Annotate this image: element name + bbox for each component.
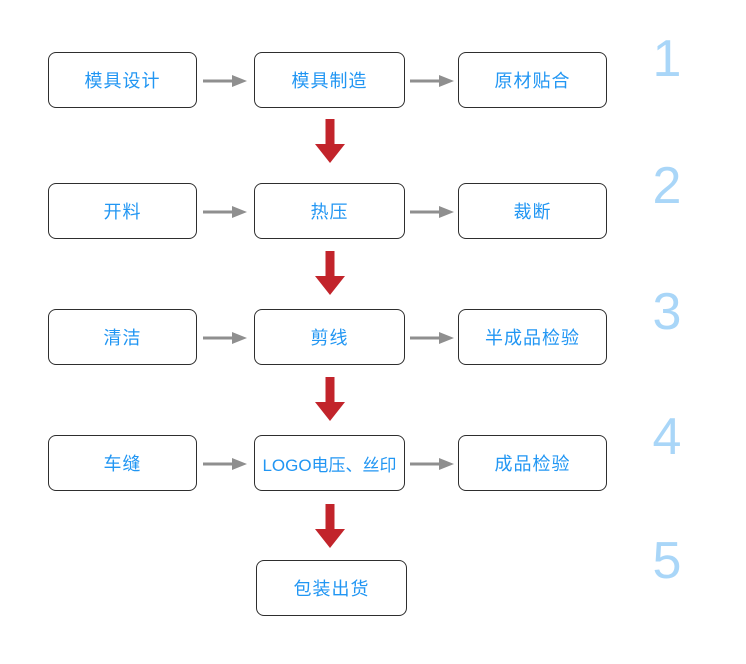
- row-number-5: 5: [652, 532, 682, 590]
- right-arrow-icon: [203, 75, 247, 87]
- step-label: 清洁: [103, 328, 142, 348]
- down-arrow-icon: [315, 119, 345, 163]
- step-box-logo-embossing-printing: LOGO电压、丝印: [254, 435, 405, 491]
- row-number-2: 2: [652, 157, 682, 215]
- step-box-packing-shipping: 包装出货: [256, 560, 407, 616]
- row-number-1: 1: [652, 30, 682, 88]
- step-label: 剪线: [310, 328, 349, 348]
- step-label: 模具设计: [84, 71, 161, 91]
- step-box-finished-inspection: 成品检验: [458, 435, 607, 491]
- step-box-cutoff: 裁断: [458, 183, 607, 239]
- step-box-thread-trimming: 剪线: [254, 309, 405, 365]
- right-arrow-icon: [410, 332, 454, 344]
- down-arrow-icon: [315, 251, 345, 295]
- step-box-semi-finished-inspection: 半成品检验: [458, 309, 607, 365]
- right-arrow-icon: [410, 458, 454, 470]
- step-box-hot-pressing: 热压: [254, 183, 405, 239]
- step-label: 车缝: [103, 454, 142, 474]
- step-box-material-laminating: 原材贴合: [458, 52, 607, 108]
- row-number-4: 4: [652, 408, 682, 466]
- step-label: LOGO电压、丝印: [262, 455, 397, 475]
- right-arrow-icon: [410, 206, 454, 218]
- step-box-mold-making: 模具制造: [254, 52, 405, 108]
- step-label: 原材贴合: [494, 71, 571, 91]
- row-number-3: 3: [652, 283, 682, 341]
- right-arrow-icon: [203, 206, 247, 218]
- down-arrow-icon: [315, 377, 345, 421]
- step-label: 成品检验: [494, 454, 571, 474]
- right-arrow-icon: [203, 458, 247, 470]
- step-label: 半成品检验: [485, 328, 580, 348]
- step-label: 包装出货: [293, 579, 370, 599]
- step-box-cutting-material: 开料: [48, 183, 197, 239]
- step-label: 裁断: [513, 202, 552, 222]
- step-box-mold-design: 模具设计: [48, 52, 197, 108]
- step-box-sewing: 车缝: [48, 435, 197, 491]
- down-arrow-icon: [315, 504, 345, 548]
- step-label: 热压: [310, 202, 349, 222]
- right-arrow-icon: [203, 332, 247, 344]
- step-box-cleaning: 清洁: [48, 309, 197, 365]
- right-arrow-icon: [410, 75, 454, 87]
- step-label: 模具制造: [291, 71, 368, 91]
- step-label: 开料: [103, 202, 142, 222]
